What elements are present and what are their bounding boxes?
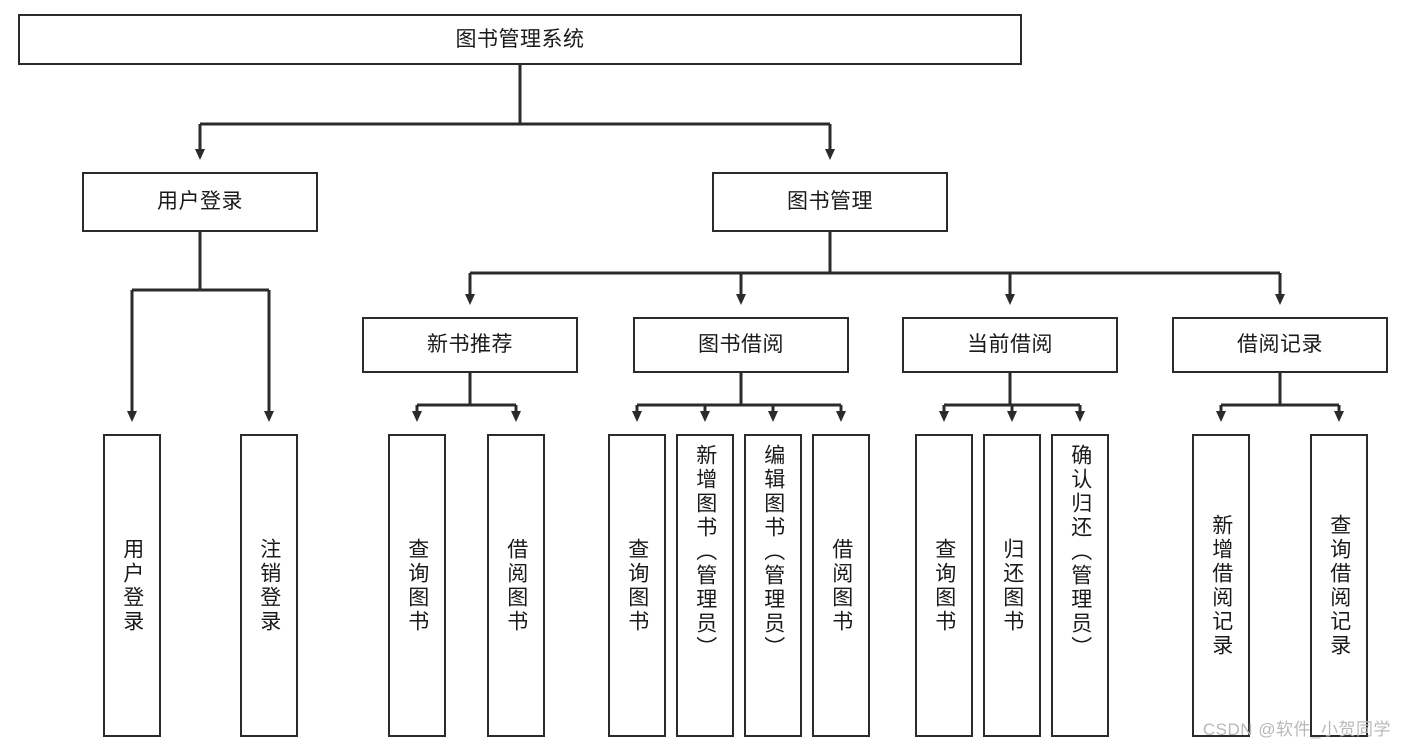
node-user-login-label: 用户登录 [157, 190, 243, 214]
node-borrow-record-label: 借阅记录 [1237, 333, 1323, 357]
node-root[interactable]: 图书管理系统 [18, 14, 1022, 65]
leaf-add-book-admin[interactable]: 新增图书（管理员） [676, 434, 734, 737]
leaf-add-borrow-record-label: 新增借阅记录 [1209, 513, 1233, 658]
leaf-return-book[interactable]: 归还图书 [983, 434, 1041, 737]
leaf-return-book-label: 归还图书 [1000, 537, 1024, 634]
leaf-query-book-borrow[interactable]: 查询图书 [608, 434, 666, 737]
leaf-query-book-recommend-label: 查询图书 [405, 537, 429, 634]
node-new-book-recommend-label: 新书推荐 [427, 333, 513, 357]
leaf-logout[interactable]: 注销登录 [240, 434, 298, 737]
leaf-query-borrow-record[interactable]: 查询借阅记录 [1310, 434, 1368, 737]
leaf-add-book-admin-label: 新增图书（管理员） [693, 444, 717, 660]
leaf-query-book-borrow-label: 查询图书 [625, 537, 649, 634]
node-new-book-recommend[interactable]: 新书推荐 [362, 317, 578, 373]
leaf-query-book-recommend[interactable]: 查询图书 [388, 434, 446, 737]
node-current-borrow[interactable]: 当前借阅 [902, 317, 1118, 373]
leaf-user-login[interactable]: 用户登录 [103, 434, 161, 737]
leaf-add-borrow-record[interactable]: 新增借阅记录 [1192, 434, 1250, 737]
node-book-management-label: 图书管理 [787, 190, 873, 214]
leaf-edit-book-admin-label: 编辑图书（管理员） [761, 444, 785, 660]
leaf-borrow-book-label: 借阅图书 [829, 537, 853, 634]
node-root-label: 图书管理系统 [455, 27, 585, 51]
leaf-edit-book-admin[interactable]: 编辑图书（管理员） [744, 434, 802, 737]
watermark-text: CSDN @软件_小贺同学 [1202, 720, 1391, 739]
leaf-borrow-book-recommend[interactable]: 借阅图书 [487, 434, 545, 737]
node-borrow-record[interactable]: 借阅记录 [1172, 317, 1388, 373]
leaf-borrow-book-recommend-label: 借阅图书 [504, 537, 528, 634]
leaf-logout-label: 注销登录 [257, 537, 281, 634]
leaf-user-login-label: 用户登录 [120, 537, 144, 634]
node-book-management[interactable]: 图书管理 [712, 172, 948, 232]
leaf-query-borrow-record-label: 查询借阅记录 [1327, 513, 1351, 658]
node-current-borrow-label: 当前借阅 [967, 333, 1053, 357]
leaf-borrow-book[interactable]: 借阅图书 [812, 434, 870, 737]
leaf-query-book-current[interactable]: 查询图书 [915, 434, 973, 737]
leaf-confirm-return-admin[interactable]: 确认归还（管理员） [1051, 434, 1109, 737]
node-user-login[interactable]: 用户登录 [82, 172, 318, 232]
leaf-query-book-current-label: 查询图书 [932, 537, 956, 634]
node-book-borrow-label: 图书借阅 [698, 333, 784, 357]
node-book-borrow[interactable]: 图书借阅 [633, 317, 849, 373]
leaf-confirm-return-admin-label: 确认归还（管理员） [1068, 444, 1092, 660]
